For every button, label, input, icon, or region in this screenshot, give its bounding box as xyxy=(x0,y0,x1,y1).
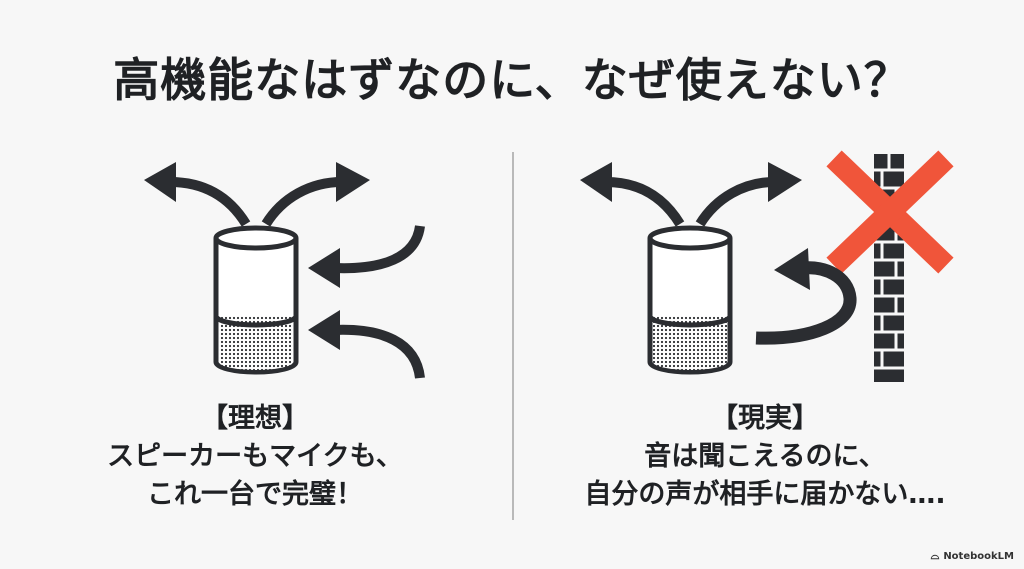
ideal-line-1: スピーカーもマイクも、 xyxy=(107,441,403,472)
sound-out-arrow-left-icon xyxy=(580,162,685,227)
reality-caption: 【現実】 音は聞こえるのに、 自分の声が相手に届かない…. xyxy=(540,400,990,514)
voice-bounce-back-arrow-icon xyxy=(755,248,857,345)
blocked-cross-icon xyxy=(826,150,954,274)
sound-out-arrow-right-icon xyxy=(261,162,370,227)
ideal-caption: 【理想】 スピーカーもマイクも、 これ一台で完璧！ xyxy=(90,400,420,514)
panel-divider xyxy=(512,152,514,520)
reality-line-2: 自分の声が相手に届かない…. xyxy=(584,479,946,510)
notebooklm-watermark: ⌓ NotebookLM xyxy=(931,549,1014,563)
slide-title: 高機能なはずなのに、なぜ使えない？ xyxy=(113,53,911,107)
ideal-line-2: これ一台で完璧！ xyxy=(147,479,363,510)
smart-speaker-icon xyxy=(213,225,299,375)
sound-out-arrow-right-icon xyxy=(695,162,802,227)
ideal-heading: 【理想】 xyxy=(201,403,309,434)
reality-illustration xyxy=(580,150,954,382)
smart-speaker-icon xyxy=(647,225,733,375)
notebooklm-logo-icon: ⌓ xyxy=(930,549,940,562)
ideal-illustration xyxy=(144,162,425,379)
reality-heading: 【現実】 xyxy=(711,403,819,434)
voice-in-arrow-upper-icon xyxy=(308,225,425,288)
sound-out-arrow-left-icon xyxy=(144,162,251,227)
voice-in-arrow-lower-icon xyxy=(308,310,425,379)
reality-line-1: 音は聞こえるのに、 xyxy=(644,441,886,472)
logo-text: NotebookLM xyxy=(943,550,1014,562)
